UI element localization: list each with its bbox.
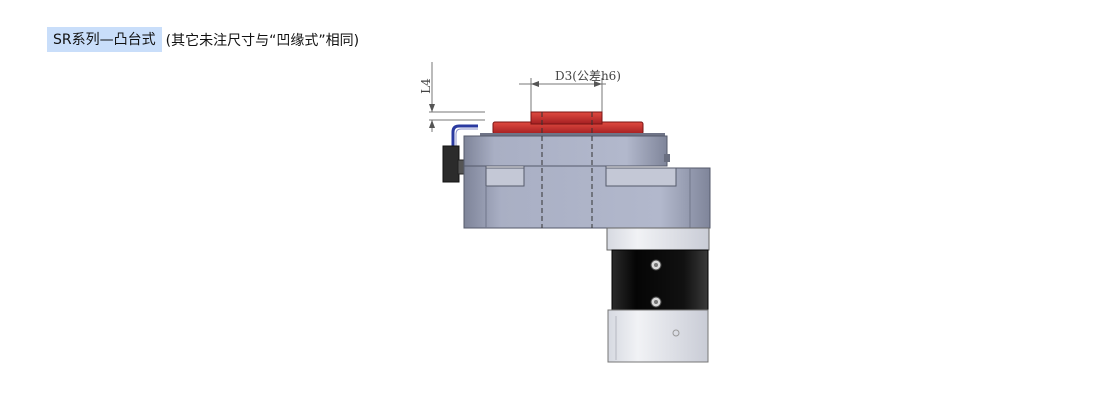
dimension-d3-label: D3(公差h6) (555, 69, 621, 83)
dimension-l4-label: L4 (419, 78, 433, 94)
title-note: (其它未注尺寸与“凹缘式”相同) (165, 32, 360, 49)
title-row: SR系列—凸台式 (其它未注尺寸与“凹缘式”相同) (47, 27, 359, 52)
output-flange (480, 111, 665, 137)
motor-base (607, 309, 709, 363)
motor-adapter (606, 227, 710, 251)
turntable-body (463, 112, 711, 229)
dimension-d3: D3(公差h6) (519, 69, 621, 112)
dimension-l4: L4 (419, 62, 485, 132)
cable (442, 124, 478, 183)
series-title: SR系列—凸台式 (47, 27, 162, 52)
motor (611, 249, 709, 311)
